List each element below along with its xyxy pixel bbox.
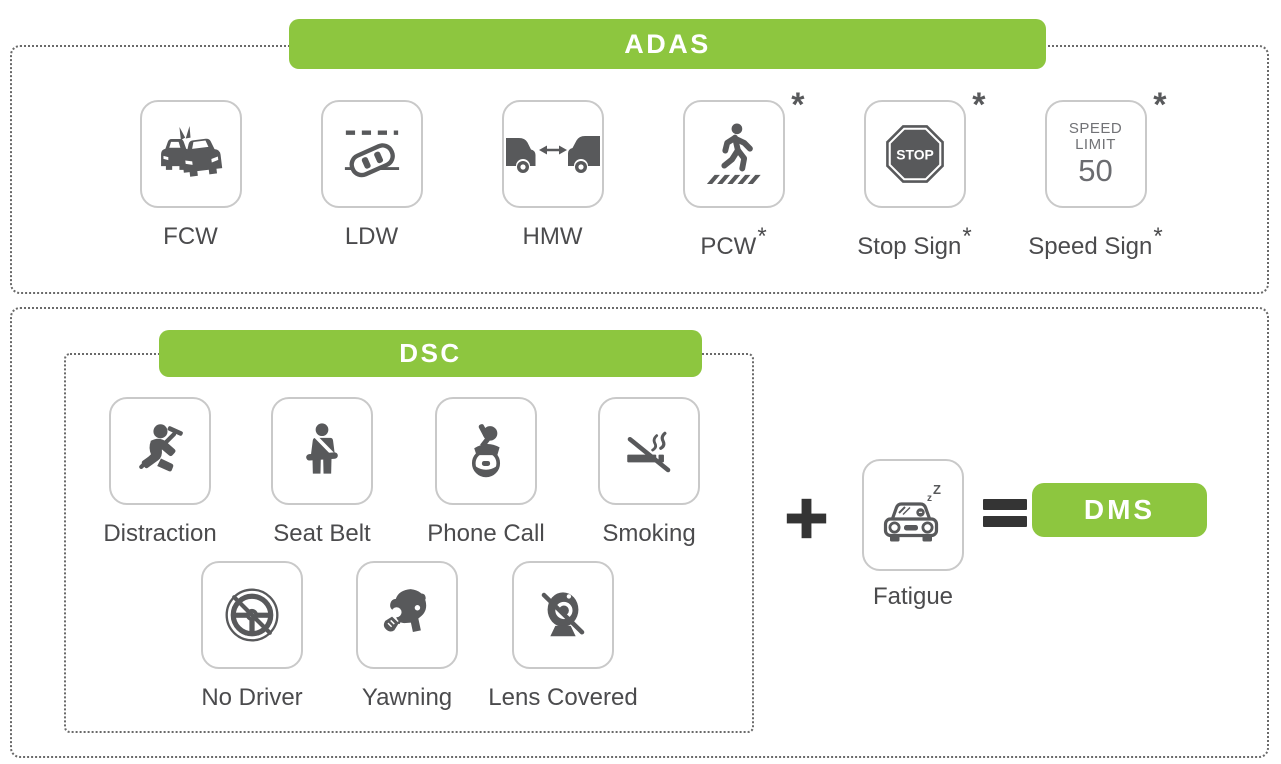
phone-call-tile: [435, 397, 537, 505]
fcw-collision-icon: [160, 126, 222, 177]
dsc-item-no-driver: No Driver: [170, 561, 334, 712]
yawning-icon: [383, 589, 427, 633]
phone-call-label: Phone Call: [427, 520, 545, 547]
dms-group-box: [10, 307, 1269, 758]
hmw-tile: [501, 100, 604, 208]
fatigue-label: Fatigue: [872, 583, 954, 610]
no-driver-tile: [201, 561, 303, 669]
pcw-asterisk: *: [791, 86, 805, 124]
pcw-tile: *: [682, 88, 805, 208]
fcw-label: FCW: [163, 223, 218, 250]
lens-covered-webcam-icon: [541, 592, 585, 637]
no-driver-steering-wheel-icon: [225, 588, 279, 642]
dsc-item-distraction: Distraction: [78, 397, 242, 548]
lens-covered-tile: [512, 561, 614, 669]
dsc-item-lens-covered: Lens Covered: [481, 561, 645, 712]
lens-covered-label: Lens Covered: [488, 684, 638, 711]
dsc-banner-label: DSC: [399, 338, 462, 368]
pcw-label: PCW*: [700, 223, 767, 260]
equals-icon: [983, 499, 1027, 527]
speed-limit-sign-icon: * SPEED LIMIT 50: [1044, 88, 1167, 208]
no-smoking-icon: [627, 431, 671, 473]
stop-sign-text: STOP: [896, 147, 934, 163]
stop-sign-asterisk: *: [972, 86, 986, 124]
adas-banner: ADAS: [289, 19, 1046, 69]
adas-banner-label: ADAS: [624, 28, 711, 59]
distraction-label: Distraction: [103, 520, 217, 547]
plus-icon: [786, 498, 827, 539]
ldw-lane-departure-icon: [344, 130, 399, 178]
hmw-headway-icon: [505, 136, 600, 173]
adas-item-ldw: LDW: [281, 100, 462, 251]
speed-sign-line2: LIMIT: [1075, 135, 1116, 153]
speed-sign-asterisk: *: [1153, 86, 1167, 124]
dsc-banner: DSC: [159, 330, 702, 377]
ldw-label: LDW: [344, 223, 399, 250]
smoking-label: Smoking: [602, 520, 696, 547]
stop-sign-label: Stop Sign*: [857, 223, 972, 260]
seat-belt-label: Seat Belt: [273, 520, 371, 547]
speed-sign-line1: SPEED: [1068, 119, 1123, 137]
adas-item-fcw: FCW: [100, 100, 281, 251]
stop-sign-tile: * STOP: [863, 88, 986, 208]
dms-banner: DMS: [1032, 483, 1207, 537]
fcw-tile: [139, 100, 242, 208]
hmw-label: HMW: [522, 223, 583, 250]
seat-belt-icon: [306, 423, 338, 474]
dsc-item-seat-belt: Seat Belt: [240, 397, 404, 548]
speed-sign-value: 50: [1078, 152, 1113, 188]
no-driver-label: No Driver: [201, 684, 303, 711]
dms-banner-label: DMS: [1083, 494, 1156, 525]
distraction-icon: [139, 424, 183, 472]
yawning-tile: [356, 561, 458, 669]
fatigue-sleepy-driver-icon: z Z: [883, 483, 941, 542]
seat-belt-tile: [271, 397, 373, 505]
adas-item-speed-sign: * SPEED LIMIT 50 Speed Sign*: [1005, 88, 1186, 261]
dsc-item-phone-call: Phone Call: [404, 397, 568, 548]
smoking-tile: [598, 397, 700, 505]
dsc-item-smoking: Smoking: [567, 397, 731, 548]
yawning-label: Yawning: [361, 684, 453, 711]
dsc-item-yawning: Yawning: [325, 561, 489, 712]
distraction-tile: [109, 397, 211, 505]
pcw-pedestrian-icon: [706, 123, 761, 185]
phone-call-icon: [471, 424, 501, 478]
fatigue-tile: z Z: [862, 459, 964, 571]
adas-item-stop-sign: * STOP Stop Sign*: [824, 88, 1005, 261]
ldw-tile: [320, 100, 423, 208]
fatigue-z-big: Z: [933, 483, 941, 497]
stop-sign-icon: STOP: [885, 125, 944, 183]
adas-item-pcw: * PCW*: [643, 88, 824, 261]
speed-sign-label: Speed Sign*: [1028, 223, 1163, 260]
adas-item-hmw: HMW: [462, 100, 643, 251]
dms-item-fatigue: z Z Fatigue: [831, 459, 995, 611]
fatigue-z-small: z: [927, 493, 932, 504]
